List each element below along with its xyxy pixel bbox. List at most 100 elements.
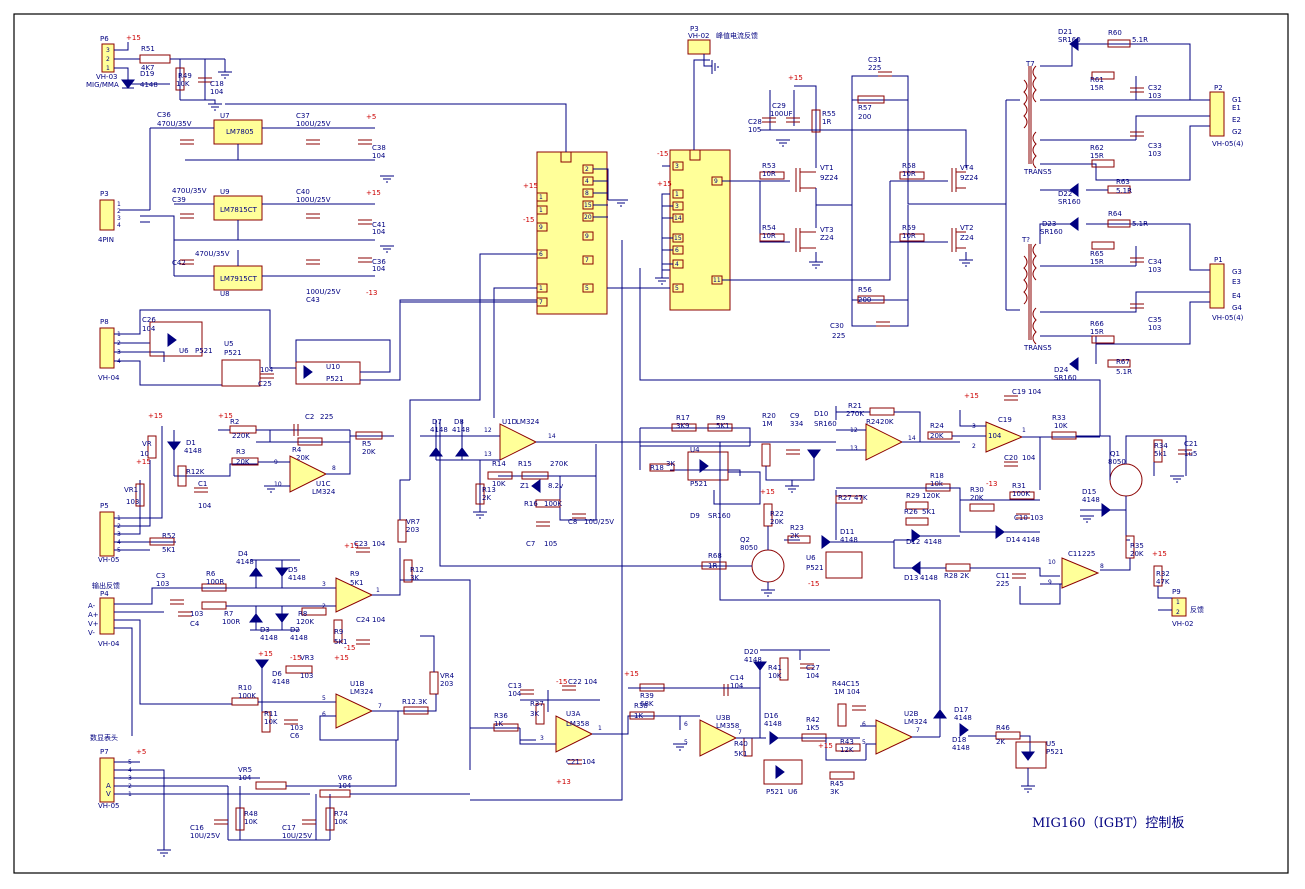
svg-text:SR160: SR160 <box>1040 228 1063 236</box>
output-feedback-label: 输出反馈 <box>92 581 120 590</box>
p7-connector <box>99 757 115 803</box>
svg-text:R9: R9 <box>334 628 343 636</box>
vt3-value: Z24 <box>820 234 834 242</box>
svg-text:R43: R43 <box>840 738 854 746</box>
p7-type: VH-05 <box>98 802 120 810</box>
svg-text:7: 7 <box>539 299 543 306</box>
svg-text:2K: 2K <box>482 494 491 502</box>
u2b-value: LM324 <box>904 718 928 726</box>
svg-text:4148: 4148 <box>924 538 942 546</box>
svg-text:C29: C29 <box>772 102 786 110</box>
svg-text:15R: 15R <box>1090 152 1104 160</box>
svg-text:R32: R32 <box>1156 570 1170 578</box>
svg-text:103: 103 <box>1030 514 1043 522</box>
svg-text:1: 1 <box>1176 599 1180 606</box>
svg-text:-15: -15 <box>290 654 301 662</box>
svg-text:R54: R54 <box>762 224 776 232</box>
p3-type: 4PIN <box>98 236 114 244</box>
svg-text:104: 104 <box>730 682 744 690</box>
svg-text:VR3: VR3 <box>300 654 314 662</box>
svg-text:103: 103 <box>190 610 203 618</box>
svg-text:68K: 68K <box>640 700 654 708</box>
svg-text:1K: 1K <box>634 712 643 720</box>
svg-text:C28: C28 <box>748 118 762 126</box>
svg-text:-15: -15 <box>657 150 668 158</box>
svg-text:20K: 20K <box>970 494 984 502</box>
svg-text:4: 4 <box>117 222 121 229</box>
svg-text:R28: R28 <box>944 572 958 580</box>
svg-text:5.1R: 5.1R <box>1116 187 1132 195</box>
svg-text:C2: C2 <box>305 413 314 421</box>
svg-text:VR5: VR5 <box>238 766 252 774</box>
svg-text:5K1: 5K1 <box>334 638 348 646</box>
svg-text:Q2: Q2 <box>740 536 750 544</box>
u6-opto-value: P521 <box>195 347 213 355</box>
u1a-opamp <box>335 577 374 613</box>
svg-text:8: 8 <box>332 465 336 472</box>
svg-text:103: 103 <box>1148 150 1161 158</box>
svg-text:C24: C24 <box>356 616 370 624</box>
svg-text:10R: 10R <box>902 232 916 240</box>
svg-text:SR160: SR160 <box>1058 36 1081 44</box>
svg-text:4148: 4148 <box>764 720 782 728</box>
svg-text:R2: R2 <box>230 418 239 426</box>
svg-text:4: 4 <box>675 261 679 268</box>
svg-text:D17: D17 <box>954 706 968 714</box>
p1-type: VH-05(4) <box>1212 314 1244 322</box>
svg-text:3: 3 <box>106 47 110 54</box>
svg-text:4148: 4148 <box>272 678 290 686</box>
svg-text:D21: D21 <box>1058 28 1072 36</box>
svg-text:R11: R11 <box>264 710 278 718</box>
svg-text:5K1: 5K1 <box>162 546 176 554</box>
svg-text:D12: D12 <box>906 538 920 546</box>
svg-text:R10: R10 <box>238 684 252 692</box>
svg-text:11: 11 <box>713 277 721 284</box>
svg-text:+13: +13 <box>556 778 571 786</box>
svg-text:C11: C11 <box>996 572 1010 580</box>
svg-text:104: 104 <box>508 690 522 698</box>
svg-text:5K1: 5K1 <box>716 422 730 430</box>
svg-text:R41: R41 <box>768 664 782 672</box>
svg-text:13: 13 <box>850 445 858 452</box>
svg-text:R23: R23 <box>790 524 804 532</box>
svg-text:1: 1 <box>1022 427 1026 434</box>
svg-text:200: 200 <box>858 296 871 304</box>
u2d-opamp <box>865 423 904 461</box>
svg-text:12K: 12K <box>840 746 854 754</box>
p4-connector <box>99 597 115 635</box>
svg-text:-13: -13 <box>366 289 377 297</box>
svg-text:20K: 20K <box>236 458 250 466</box>
svg-text:10K: 10K <box>492 480 506 488</box>
svg-text:U9: U9 <box>220 188 230 196</box>
svg-text:R74: R74 <box>334 810 348 818</box>
p4-type: VH-04 <box>98 640 120 648</box>
p5-connector <box>99 511 115 557</box>
u1c-value: LM324 <box>312 488 336 496</box>
svg-text:15: 15 <box>584 202 592 209</box>
svg-text:D5: D5 <box>288 566 298 574</box>
svg-text:4148: 4148 <box>288 574 306 582</box>
svg-text:R61: R61 <box>1090 76 1104 84</box>
svg-text:P9: P9 <box>1172 588 1181 596</box>
svg-text:R56: R56 <box>858 286 872 294</box>
svg-text:R57: R57 <box>858 104 872 112</box>
svg-text:1R: 1R <box>708 562 717 570</box>
svg-text:13: 13 <box>484 451 492 458</box>
svg-text:P2: P2 <box>1214 84 1223 92</box>
svg-text:203: 203 <box>406 526 419 534</box>
svg-text:2: 2 <box>1176 609 1180 616</box>
svg-text:VR6: VR6 <box>338 774 353 782</box>
svg-text:470U/35V: 470U/35V <box>195 250 230 258</box>
svg-text:+15: +15 <box>126 34 141 42</box>
svg-text:5: 5 <box>322 695 326 702</box>
u1b-ref: U1B <box>350 680 365 688</box>
schematic-title: MIG160（IGBT）控制板 <box>1032 816 1184 831</box>
svg-text:1M 104: 1M 104 <box>834 688 861 696</box>
svg-text:9: 9 <box>714 178 718 185</box>
svg-text:-15: -15 <box>344 644 355 652</box>
svg-text:R65: R65 <box>1090 250 1104 258</box>
p2-pin-g1: G1 <box>1232 96 1242 104</box>
u3b-opamp <box>699 719 738 757</box>
svg-text:14: 14 <box>674 215 682 222</box>
